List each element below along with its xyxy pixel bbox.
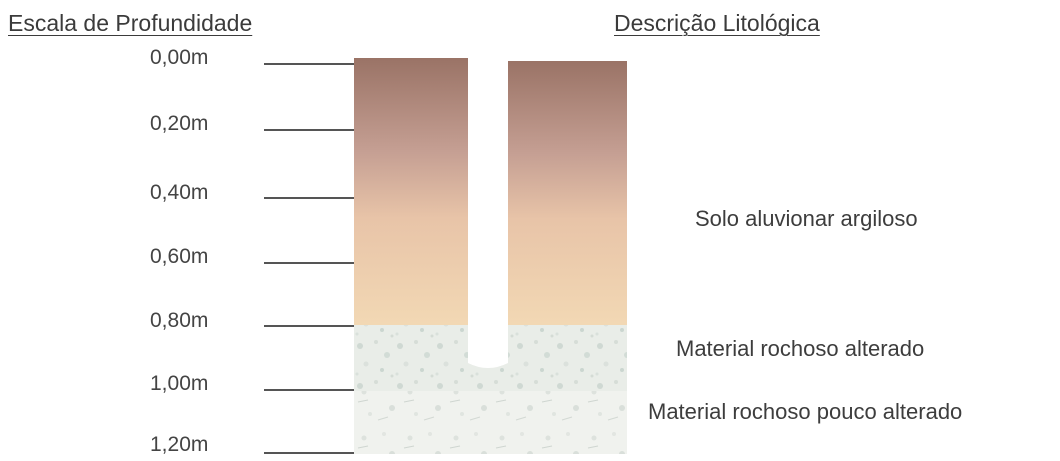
borehole <box>468 58 508 363</box>
lithology-rock-slightly-altered: Material rochoso pouco alterado <box>648 399 963 424</box>
depth-label-0-20: 0,20m <box>150 112 209 135</box>
depth-label-0-40: 0,40m <box>150 181 209 204</box>
depth-tick-0-40 <box>264 197 354 199</box>
soil-layer-left <box>354 58 468 325</box>
soil-profile-column <box>354 58 627 454</box>
depth-scale-heading: Escala de Profundidade <box>8 10 253 36</box>
depth-tick-1-20 <box>264 452 354 454</box>
depth-label-1-20: 1,20m <box>150 433 209 456</box>
rock-layer-slightly-altered <box>354 391 627 454</box>
soil-layer-right <box>508 61 627 325</box>
depth-tick-0-80 <box>264 325 354 327</box>
depth-label-1-00: 1,00m <box>150 372 209 395</box>
depth-label-0-60: 0,60m <box>150 245 209 268</box>
depth-tick-0-20 <box>264 129 354 131</box>
depth-label-0-00: 0,00m <box>150 46 209 69</box>
depth-tick-0-00 <box>264 63 354 65</box>
lithology-rock-altered: Material rochoso alterado <box>676 336 925 361</box>
depth-label-0-80: 0,80m <box>150 309 209 332</box>
depth-tick-0-60 <box>264 262 354 264</box>
borehole-bottom <box>468 358 508 368</box>
lithology-solo-aluvionar: Solo aluvionar argiloso <box>695 206 918 231</box>
depth-tick-1-00 <box>264 389 354 391</box>
lithology-description-heading: Descrição Litológica <box>614 10 820 36</box>
